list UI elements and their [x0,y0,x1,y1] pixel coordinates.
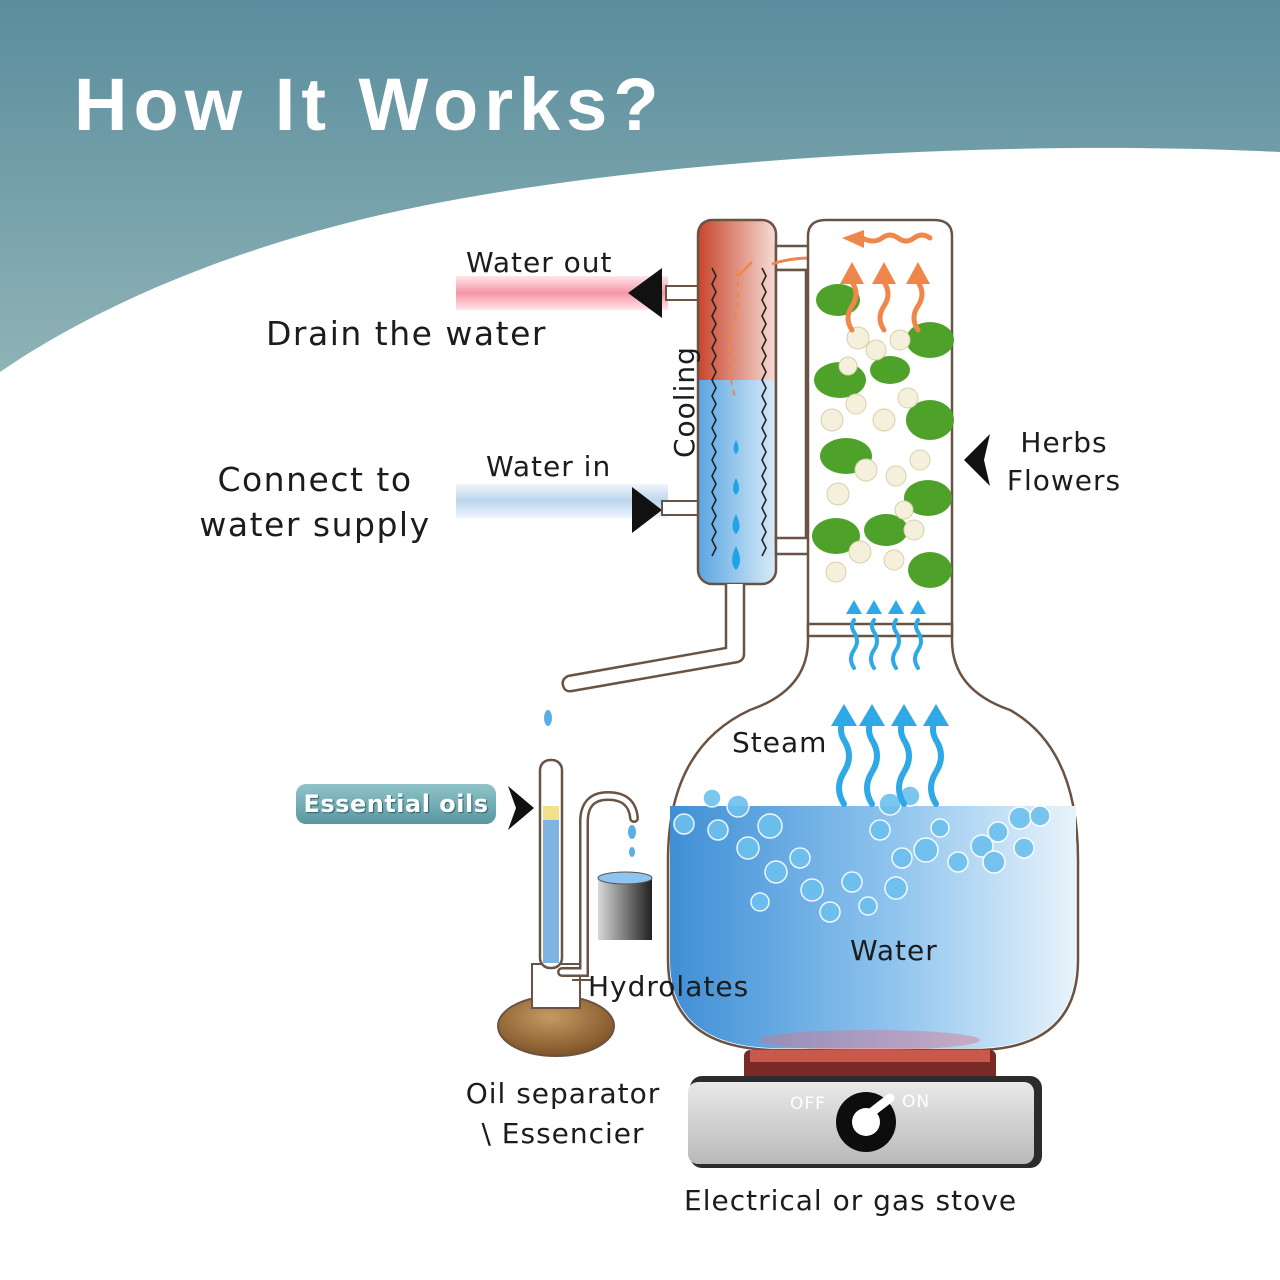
label-stove: Electrical or gas stove [684,1184,1018,1217]
column-plate [806,622,954,638]
oil-separator [497,758,639,1057]
label-connect-line2: water supply [199,505,431,544]
vapor-arrows [845,232,933,333]
label-hydrolates: Hydrolates [588,970,750,1003]
label-herbs: Herbs [1020,426,1108,459]
stove-on-label: ON [902,1092,931,1112]
label-separator-line2: \ Essencier [481,1117,645,1150]
distillate-drop [544,710,552,726]
page-title: How It Works? [74,63,665,146]
water-out-pipe [456,268,699,318]
label-cooling: Cooling [668,346,701,458]
herbs-flowers [812,284,954,588]
oil-arrow [508,786,534,830]
label-flowers: Flowers [1006,464,1122,497]
label-steam: Steam [732,726,828,759]
condenser [561,218,778,693]
label-connect-supply: Connect to water supply [190,460,440,544]
label-herbs-flowers: Herbs Flowers [1002,424,1126,500]
label-separator-line1: Oil separator [465,1077,661,1110]
hydrolate-cup [597,871,653,940]
header-banner [0,0,1280,372]
water-in-pipe [456,484,699,533]
label-water-out: Water out [466,246,613,279]
herbs-arrow [964,434,990,486]
steam-arrows [836,715,944,807]
neck-steam-arrows [849,618,923,670]
label-water-in: Water in [486,450,612,483]
label-drain-water: Drain the water [266,314,547,353]
stove-off-label: OFF [790,1094,826,1114]
bubbles [673,785,1051,923]
label-connect-line1: Connect to [217,460,413,499]
essential-oils-badge: Essential oils [296,784,496,824]
connector-pipes [771,244,814,556]
label-oil-separator: Oil separator \ Essencier [450,1074,676,1154]
stove [688,1050,1042,1168]
label-water: Water [850,934,938,967]
